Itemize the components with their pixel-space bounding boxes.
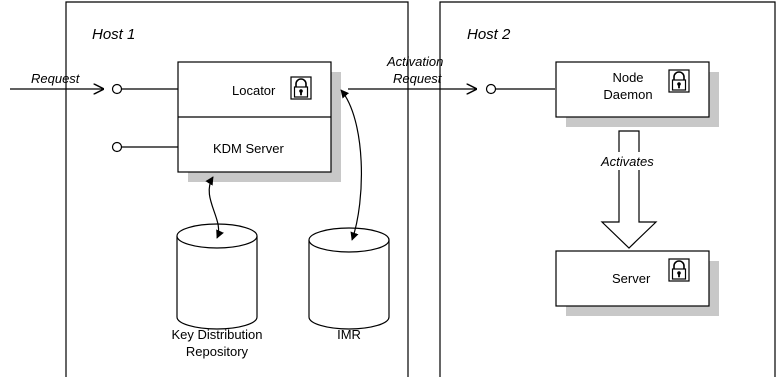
imr-cylinder-top bbox=[308, 227, 390, 253]
key-distribution-repository: Key Distribution Repository bbox=[171, 223, 263, 359]
locator-label: Locator bbox=[232, 83, 276, 98]
activates-label: Activates bbox=[600, 154, 654, 169]
request-arrow: Request bbox=[10, 71, 103, 89]
node-daemon-padlock-icon bbox=[668, 69, 690, 93]
host-1-container: Host 1 bbox=[65, 1, 409, 377]
server-label: Server bbox=[612, 271, 651, 286]
locator-kdm-component: Locator KDM Server bbox=[177, 61, 341, 182]
imr-repository: IMR bbox=[308, 227, 390, 342]
kdr-cylinder-body bbox=[176, 236, 258, 330]
activates-arrow-shape bbox=[600, 130, 658, 249]
host-2-title: Host 2 bbox=[467, 26, 511, 43]
activation-label-line2: Request bbox=[393, 71, 443, 86]
host-2-container: Host 2 bbox=[439, 1, 776, 377]
host-1-border bbox=[65, 1, 409, 377]
activation-label-line1: Activation bbox=[386, 54, 443, 69]
node-daemon-label-line1: Node bbox=[612, 70, 643, 85]
imr-label: IMR bbox=[337, 327, 361, 342]
activation-request-arrow: Activation Request bbox=[348, 54, 476, 89]
node-daemon-component: Node Daemon bbox=[555, 61, 719, 127]
server-padlock-icon bbox=[668, 258, 690, 282]
host-1-title: Host 1 bbox=[92, 26, 135, 43]
activates-arrow: Activates bbox=[598, 130, 662, 249]
kdr-cylinder-top bbox=[176, 223, 258, 249]
node-daemon-label-line2: Daemon bbox=[603, 87, 652, 102]
kdm-server-label: KDM Server bbox=[213, 141, 284, 156]
request-label: Request bbox=[31, 71, 81, 86]
locator-padlock-icon bbox=[290, 76, 312, 100]
kdr-label-line1: Key Distribution bbox=[171, 327, 262, 342]
imr-cylinder-body bbox=[308, 240, 390, 330]
locator-imr-connector bbox=[340, 89, 362, 241]
kdr-label-line2: Repository bbox=[186, 344, 249, 359]
host-2-border bbox=[439, 1, 776, 377]
kdm-server-interface bbox=[111, 141, 178, 153]
node-daemon-interface bbox=[485, 83, 555, 95]
server-component: Server bbox=[555, 250, 719, 316]
activates-label-bg bbox=[598, 152, 662, 170]
locator-interface bbox=[111, 83, 178, 95]
kdm-kdr-connector bbox=[205, 176, 224, 239]
